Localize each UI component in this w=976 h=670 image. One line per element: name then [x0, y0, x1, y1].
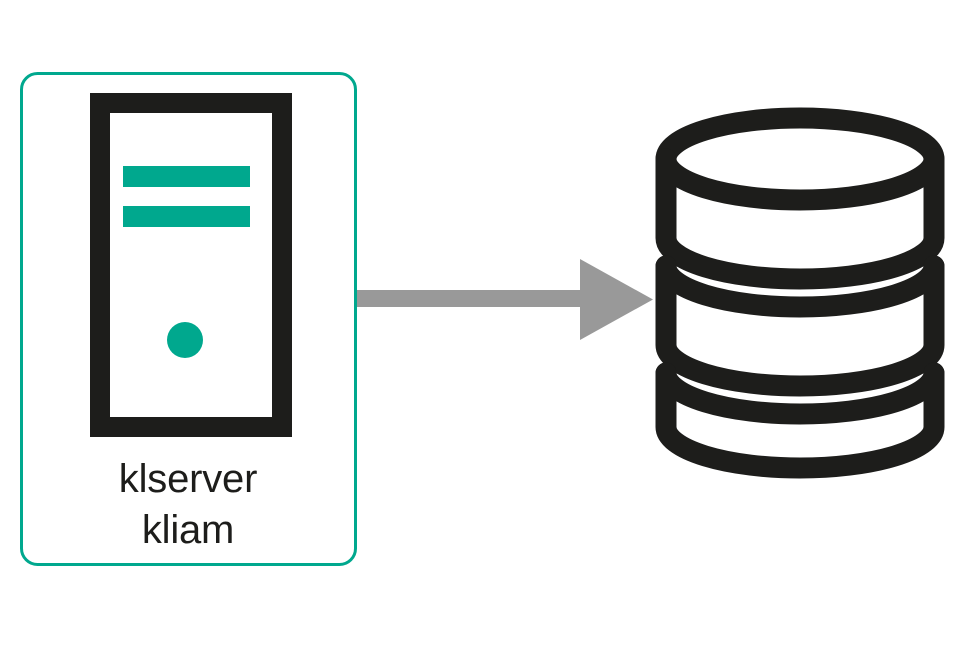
database-disc-1-top-ellipse — [655, 107, 945, 211]
arrow-shaft — [357, 290, 585, 307]
database-disc-3-top — [655, 362, 945, 425]
database-disc-1-body — [655, 148, 945, 290]
server-power-led-icon — [167, 322, 203, 358]
server-tower-icon — [90, 93, 292, 437]
server-name-label: klserver — [119, 457, 257, 501]
server-to-database-arrow[interactable] — [357, 259, 653, 340]
server-chassis-face — [110, 113, 272, 417]
arrow-head-icon — [580, 259, 653, 340]
server-node[interactable]: klserver kliam — [20, 72, 357, 566]
database-disc-2-body — [655, 255, 945, 397]
database-disc-3-body — [655, 362, 945, 479]
database-disc-2-top — [655, 255, 945, 318]
server-bay-bar-2 — [123, 206, 250, 227]
database-cylinder-icon — [655, 107, 945, 479]
server-role-label: kliam — [142, 508, 234, 552]
server-bay-bar-1 — [123, 166, 250, 187]
database-node[interactable] — [655, 107, 945, 479]
